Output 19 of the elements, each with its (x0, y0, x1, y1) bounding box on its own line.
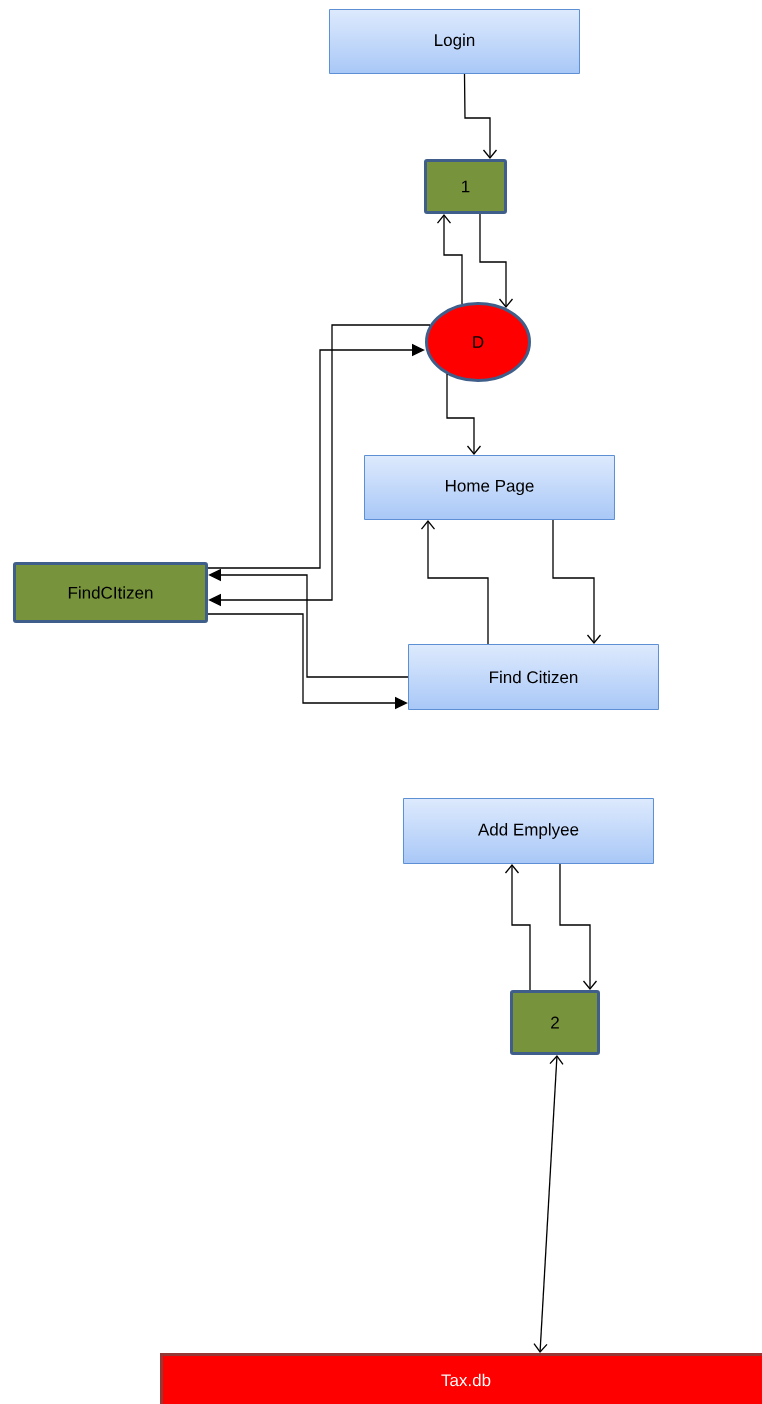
arrow (420, 520, 489, 645)
arrow (479, 213, 514, 308)
arrow (208, 324, 431, 607)
arrow (559, 863, 598, 990)
arrow (552, 519, 602, 644)
arrow (446, 373, 482, 455)
step-box: FindCItizen (13, 562, 208, 623)
process-box: Find Citizen (408, 644, 659, 710)
process-box: Home Page (364, 455, 615, 520)
arrow (533, 1055, 564, 1353)
arrow (436, 214, 463, 305)
arrow (504, 864, 531, 991)
arrow (207, 343, 425, 569)
step-box: 2 (510, 990, 600, 1055)
process-box: Login (329, 9, 580, 74)
database-bar: Tax.db (160, 1353, 762, 1404)
step-box: 1 (424, 159, 507, 214)
process-box: Add Emplyee (403, 798, 654, 864)
arrow (463, 73, 498, 159)
